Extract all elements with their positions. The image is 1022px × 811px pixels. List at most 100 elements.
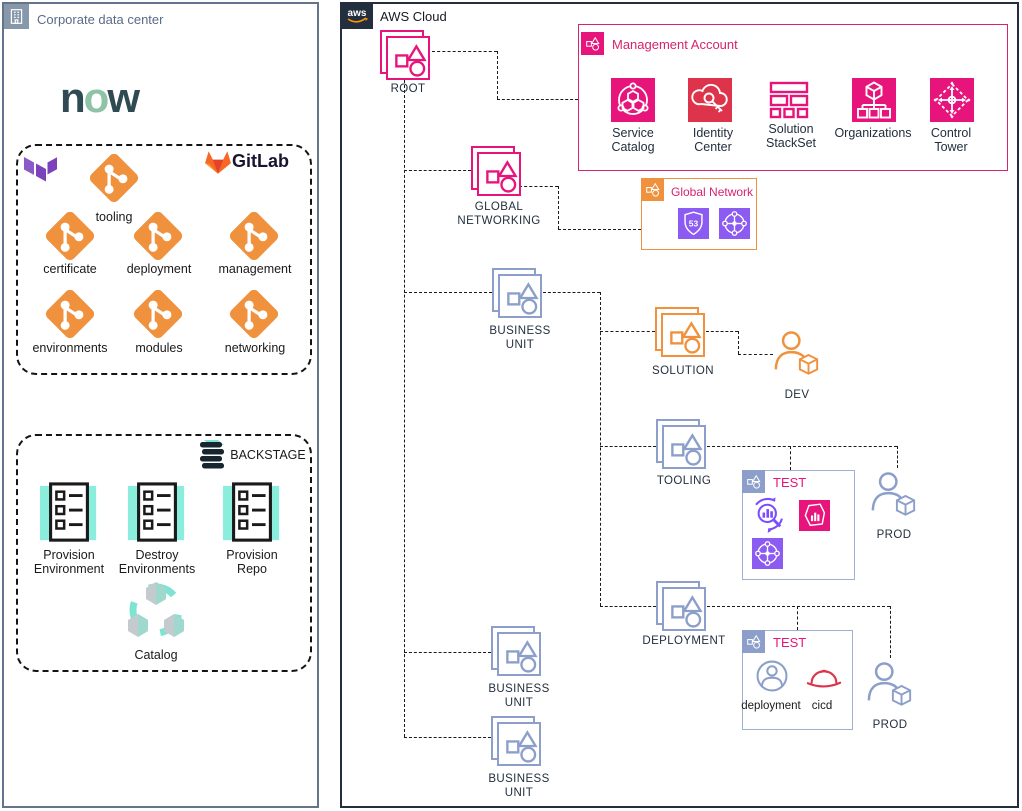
- dev-environment-icon: [774, 331, 819, 375]
- connector: [797, 606, 798, 630]
- servicenow-logo: now: [60, 74, 140, 121]
- corporate-datacenter-panel: Corporate data center now GitLab tooling…: [2, 2, 319, 808]
- connector: [738, 354, 773, 355]
- solution-stackset-icon: [769, 81, 809, 119]
- identity-center-icon: [688, 78, 732, 122]
- building-icon: [4, 4, 29, 29]
- gitlab-wordmark: GitLab: [232, 151, 289, 171]
- backstage-logo-icon: [200, 440, 224, 469]
- git-repo-icon-deployment: [133, 211, 183, 261]
- ou-global-networking: GLOBAL NETWORKING: [457, 146, 540, 227]
- ou-business-unit-1: BUSINESS UNIT: [489, 268, 550, 351]
- gitlab-logo-icon: [205, 151, 231, 174]
- account-badge-icon: [641, 178, 664, 201]
- service-label: Solution StackSet: [765, 122, 817, 151]
- connector: [497, 51, 498, 99]
- service-label: Organizations: [834, 126, 912, 140]
- connector: [890, 606, 891, 658]
- ou-solution: SOLUTION: [652, 307, 714, 377]
- global-network-title: Global Network: [671, 185, 754, 199]
- connector: [404, 170, 471, 171]
- catalog-label: Catalog: [134, 648, 178, 662]
- git-repo-icon-management: [229, 211, 279, 261]
- connector: [558, 229, 641, 230]
- connector: [519, 186, 558, 187]
- ou-tooling: TOOLING: [656, 419, 711, 487]
- git-repo-icon-environments: [45, 289, 95, 339]
- connector: [404, 80, 405, 737]
- transit-gateway-icon: [719, 208, 750, 239]
- repo-label: management: [218, 262, 292, 276]
- repo-label: modules: [135, 341, 183, 355]
- destroy-environments-icon: [126, 482, 186, 542]
- connector: [404, 737, 491, 738]
- connector: [738, 331, 739, 354]
- git-repo-icon-certificate: [45, 211, 95, 261]
- control-tower-icon: [930, 78, 974, 122]
- connector: [897, 446, 898, 468]
- svg-text:53: 53: [689, 218, 699, 228]
- ou-deployment: DEPLOYMENT: [642, 581, 725, 647]
- organizations-icon: [852, 78, 896, 122]
- service-label: Control Tower: [930, 126, 972, 155]
- connector: [543, 292, 600, 293]
- account-badge-icon: [742, 630, 765, 653]
- service-catalog-icon: [611, 78, 655, 122]
- repo-label: tooling: [95, 210, 133, 224]
- cicd-label: cicd: [811, 700, 833, 712]
- backstage-action-label: Provision Repo: [226, 548, 278, 577]
- aws-logo-icon: aws: [340, 2, 373, 29]
- connector: [600, 331, 655, 332]
- connector: [706, 331, 738, 332]
- transit-gateway-icon: [752, 538, 783, 569]
- connector: [790, 446, 791, 470]
- ou-business-unit-2: BUSINESS UNIT: [488, 626, 549, 709]
- provision-repo-icon: [221, 482, 281, 542]
- connector: [404, 292, 492, 293]
- service-label: Identity Center: [692, 126, 734, 155]
- repo-label: environments: [32, 341, 108, 355]
- ou-root: ROOT: [380, 30, 430, 95]
- git-repo-icon-modules: [133, 289, 183, 339]
- tooling-test-title: TEST: [773, 475, 807, 490]
- corporate-panel-title: Corporate data center: [37, 12, 164, 27]
- aws-panel-title: AWS Cloud: [380, 9, 447, 24]
- repo-label: certificate: [43, 262, 97, 276]
- prod-environment-icon: [871, 472, 916, 516]
- connector: [600, 606, 656, 607]
- ou-business-unit-3: BUSINESS UNIT: [488, 716, 549, 799]
- account-badge-icon: [742, 470, 765, 493]
- gitlab-repos-group: [16, 144, 312, 375]
- dev-label: DEV: [784, 389, 810, 401]
- connector: [432, 51, 497, 52]
- deployment-user-label: deployment: [741, 700, 801, 712]
- prod-label: PROD: [872, 719, 908, 731]
- backstage-action-label: Provision Environment: [33, 548, 105, 577]
- connector: [600, 292, 601, 606]
- hard-hat-icon: [806, 669, 842, 688]
- prod-environment-icon: [867, 662, 912, 706]
- prod-label: PROD: [876, 529, 912, 541]
- service-label: Service Catalog: [611, 126, 655, 155]
- connector: [497, 99, 578, 100]
- backstage-label: BACKSTAGE: [230, 448, 306, 462]
- repo-label: deployment: [126, 262, 192, 276]
- connector: [558, 186, 559, 229]
- connector: [707, 606, 890, 607]
- terraform-icon: [24, 157, 57, 182]
- connector: [600, 446, 656, 447]
- search-metrics-icon: [755, 497, 783, 533]
- repo-label: networking: [224, 341, 286, 355]
- connector: [707, 446, 897, 447]
- metrics-package-icon: [799, 500, 830, 531]
- user-icon: [756, 660, 788, 692]
- management-account-title: Management Account: [612, 37, 738, 52]
- git-repo-icon-networking: [229, 289, 279, 339]
- provision-environment-icon: [38, 482, 98, 542]
- catalog-icon: [128, 582, 184, 637]
- deployment-test-title: TEST: [773, 635, 807, 650]
- git-repo-icon-tooling: [89, 153, 139, 203]
- svg-text:aws: aws: [347, 8, 366, 19]
- connector: [404, 652, 491, 653]
